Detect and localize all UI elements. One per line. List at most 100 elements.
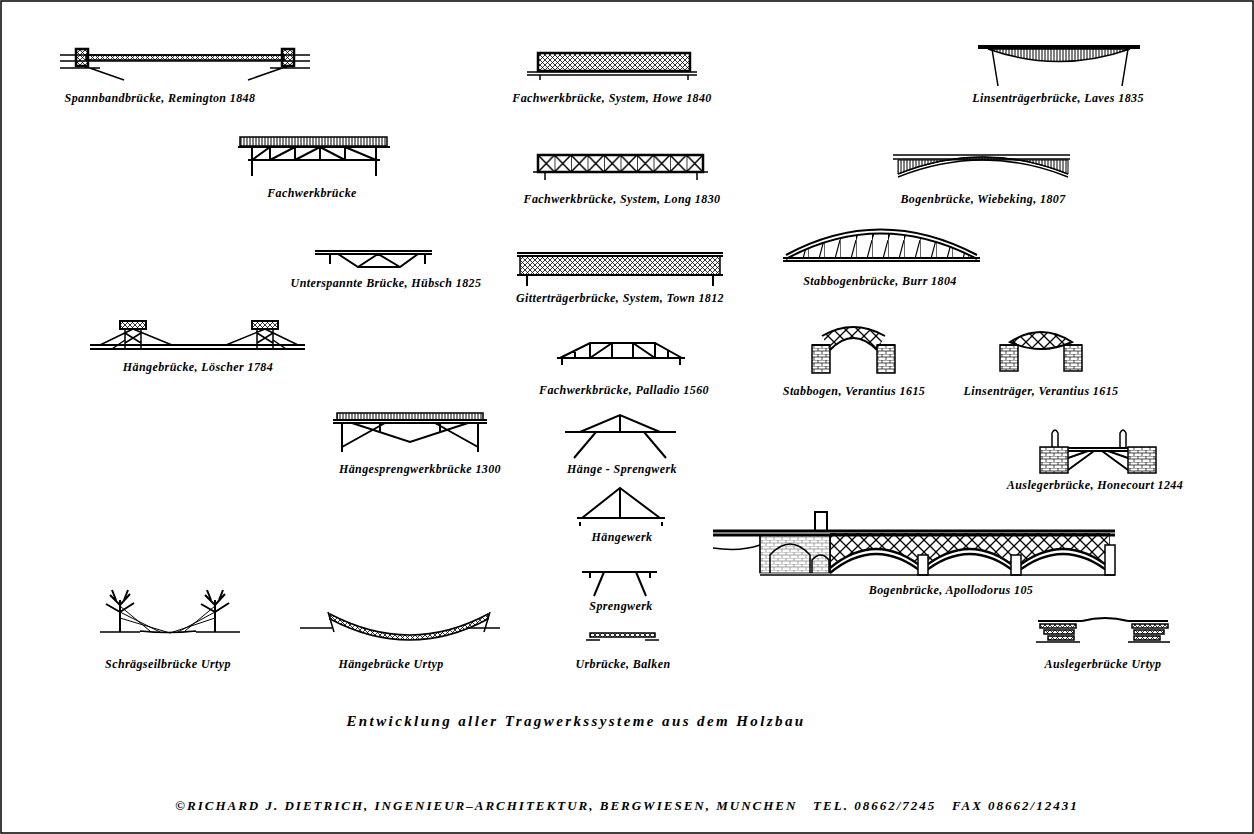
bridge-label: Hängewerk	[592, 531, 653, 543]
cantilever-prototype	[1134, 630, 1164, 634]
apollodorus-arch-bridge	[918, 555, 928, 575]
palladio-truss-bridge	[557, 343, 685, 365]
cantilever-prototype	[1036, 618, 1170, 642]
bridge-label: Spannbandbrücke, Remington 1848	[65, 92, 256, 104]
sprengwerk	[582, 572, 657, 596]
apollodorus-arch-bridge	[713, 512, 1115, 575]
cable-stayed-prototype	[120, 606, 215, 633]
suspension-prototype	[300, 612, 500, 640]
town-lattice-bridge	[517, 253, 723, 286]
howe-truss-bridge	[527, 53, 697, 80]
cantilever-prototype	[1040, 624, 1076, 628]
honecourt-cantilever-bridge	[1052, 430, 1126, 447]
bridge-label: Linsenträger, Verantius 1615	[964, 385, 1119, 397]
hangesprengwerk-bridge	[333, 413, 487, 452]
town-lattice-bridge	[517, 253, 723, 286]
verantius-lens-bridge	[1010, 332, 1072, 349]
cable-stayed-prototype	[106, 590, 229, 632]
loescher-suspension-bridge	[120, 321, 146, 329]
bridge-label: Urbrücke, Balken	[575, 658, 670, 670]
suspension-prototype	[330, 614, 488, 640]
bridge-label: Auslegerbrücke, Honecourt 1244	[1007, 479, 1183, 491]
verantius-lens-bridge	[1000, 332, 1082, 371]
bridge-label: Fachwerkbrücke, Palladio 1560	[539, 384, 709, 396]
bridge-label: Bogenbrücke, Apollodorus 105	[869, 584, 1033, 596]
bridge-label: Hängesprengwerkbrücke 1300	[339, 463, 501, 475]
copyright-caption: ©RICHARD J. DIETRICH, INGENIEUR–ARCHITEK…	[175, 799, 1078, 812]
beam-prototype	[590, 633, 655, 637]
truss-bridge	[238, 147, 390, 176]
burr-arch-truss-bridge	[783, 200, 980, 261]
loescher-suspension-bridge	[252, 321, 278, 329]
apollodorus-arch-bridge	[760, 574, 1115, 576]
apollodorus-arch-bridge	[830, 533, 1110, 573]
cantilever-prototype	[1134, 636, 1160, 640]
wiebeking-arch-bridge	[898, 157, 1068, 177]
honecourt-cantilever-bridge	[1040, 447, 1068, 473]
bridge-label: Hängebrücke, Löscher 1784	[123, 361, 273, 373]
verantius-arch-bridge	[815, 315, 891, 355]
apollodorus-arch-bridge	[1105, 545, 1115, 575]
burr-arch-truss-bridge	[783, 258, 980, 261]
huebsch-underspanned-bridge	[315, 251, 432, 267]
bridge-label: Fachwerkbrücke, System, Long 1830	[524, 193, 721, 205]
apollodorus-arch-bridge	[760, 535, 830, 573]
spannband-bridge	[60, 49, 310, 80]
bridge-label: Stabbogenbrücke, Burr 1804	[803, 275, 956, 287]
verantius-arch-bridge	[812, 315, 895, 373]
honecourt-cantilever-bridge	[1040, 430, 1156, 473]
wiebeking-arch-bridge	[893, 155, 1070, 177]
bridge-label: Fachwerkbrücke, System, Howe 1840	[512, 92, 712, 104]
cantilever-prototype	[1048, 636, 1074, 640]
cantilever-prototype	[1036, 641, 1170, 643]
laves-lens-bridge	[992, 49, 1128, 86]
town-lattice-bridge	[520, 256, 720, 275]
hangewerk	[577, 488, 665, 526]
spannband-bridge	[76, 49, 88, 66]
huebsch-underspanned-bridge	[315, 251, 432, 267]
spannband-bridge	[282, 49, 294, 66]
long-truss-bridge	[533, 172, 708, 180]
bridge-label: Gitterträgerbrücke, System, Town 1812	[516, 292, 724, 304]
bridge-label: Sprengwerk	[589, 600, 652, 612]
diagram-title: Entwicklung aller Tragwerkssysteme aus d…	[346, 714, 805, 729]
verantius-arch-bridge	[877, 345, 895, 373]
honecourt-cantilever-bridge	[1128, 447, 1156, 473]
bridge-label: Hängebrücke Urtyp	[338, 658, 443, 670]
cantilever-prototype	[1132, 624, 1168, 628]
bridge-label: Stabbogen, Verantius 1615	[783, 385, 925, 397]
bridge-label: Unterspannte Brücke, Hübsch 1825	[291, 277, 482, 289]
cantilever-prototype	[1044, 630, 1074, 634]
beam-prototype	[586, 633, 659, 640]
hangesprengwerk-bridge	[337, 413, 483, 420]
bridge-label: Hänge - Sprengwerk	[567, 463, 677, 475]
long-truss-bridge	[538, 155, 703, 172]
burr-arch-truss-bridge	[786, 200, 978, 260]
verantius-lens-bridge	[1000, 344, 1082, 346]
apollodorus-arch-bridge	[713, 535, 830, 573]
laves-lens-bridge	[988, 49, 1130, 62]
bridge-label: Schrägseilbrücke Urtyp	[105, 658, 231, 670]
bridge-label: Bogenbrücke, Wiebeking, 1807	[900, 193, 1065, 205]
loescher-suspension-bridge	[90, 321, 305, 349]
apollodorus-arch-bridge	[815, 512, 827, 531]
beam-prototype	[586, 639, 659, 641]
verantius-lens-bridge	[1064, 345, 1082, 371]
howe-truss-bridge	[527, 72, 697, 80]
hange-sprengwerk	[565, 415, 676, 458]
apollodorus-arch-bridge	[1011, 555, 1021, 575]
hangesprengwerk-bridge	[333, 420, 487, 452]
laves-lens-bridge	[978, 46, 1140, 48]
verantius-arch-bridge	[812, 327, 895, 350]
hange-sprengwerk	[565, 415, 676, 458]
verantius-lens-bridge	[1000, 345, 1018, 371]
honecourt-cantilever-bridge	[1068, 448, 1128, 470]
palladio-truss-bridge	[557, 343, 685, 365]
cantilever-prototype	[1038, 618, 1168, 621]
hangewerk	[577, 488, 665, 526]
spannband-bridge	[60, 55, 310, 80]
truss-bridge	[240, 137, 387, 146]
